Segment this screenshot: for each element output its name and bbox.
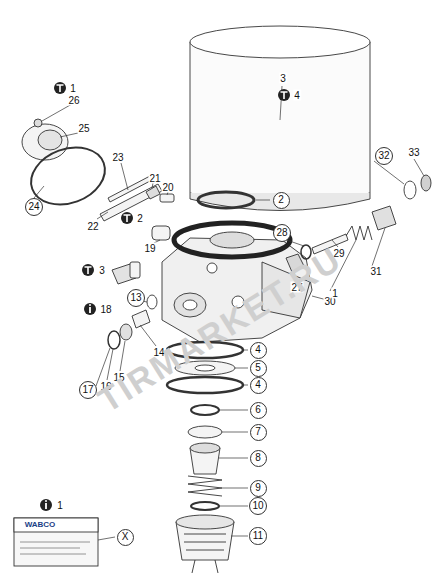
- brand-name: WABCO: [24, 521, 57, 530]
- callout-number: 8: [255, 453, 261, 463]
- callout-number: 19: [143, 243, 156, 254]
- callout-circle: X: [117, 529, 134, 546]
- callout-circle: 28: [273, 224, 291, 242]
- callout-circle: 24: [25, 198, 43, 216]
- callout-number: 4: [293, 90, 301, 101]
- callout-number: 33: [407, 147, 420, 158]
- callout-number: 4: [255, 345, 261, 355]
- callout-number: 26: [67, 95, 80, 106]
- callout-number: 31: [369, 266, 382, 277]
- callout-number: 24: [28, 202, 39, 212]
- callout-number: 5: [255, 363, 261, 373]
- callout-circle: 8: [250, 450, 267, 467]
- callout-number: 1: [56, 500, 64, 511]
- callout-number: 25: [77, 123, 90, 134]
- callout-number: 18: [99, 304, 112, 315]
- callout-number: 3: [98, 265, 106, 276]
- callout-circle: 7: [250, 424, 267, 441]
- callout-number: 6: [255, 405, 261, 415]
- callout-number: 7: [255, 427, 261, 437]
- callout-number: 22: [86, 221, 99, 232]
- callout-number: X: [122, 532, 129, 542]
- info-icon: [40, 303, 96, 511]
- callout-number: 28: [276, 228, 287, 238]
- callout-circle: 13: [127, 289, 145, 307]
- callout-number: 20: [161, 182, 174, 193]
- callout-number: 11: [253, 531, 263, 541]
- callout-number: 10: [252, 501, 263, 511]
- callout-circle: 6: [250, 402, 267, 419]
- callout-number: 23: [111, 152, 124, 163]
- callout-number: 13: [130, 293, 141, 303]
- callout-number: 2: [136, 213, 144, 224]
- callout-number: 4: [255, 380, 261, 390]
- callout-circle: 2: [273, 192, 290, 209]
- callout-circle: 10: [249, 497, 267, 515]
- callout-number: 1: [69, 83, 77, 94]
- callout-number: 3: [279, 73, 287, 84]
- callout-number: 2: [278, 195, 284, 205]
- callout-circle: 9: [250, 480, 267, 497]
- callout-number: 21: [148, 173, 161, 184]
- callout-circle: 4: [250, 377, 267, 394]
- callout-number: 32: [378, 151, 389, 161]
- callout-circle: 32: [375, 147, 393, 165]
- callout-number: 9: [255, 483, 261, 493]
- callout-circle: 4: [250, 342, 267, 359]
- callout-circle: 11: [249, 527, 266, 544]
- callout-number: 1: [331, 288, 339, 299]
- torque-icon: [54, 82, 290, 276]
- callout-circle: 5: [250, 360, 267, 377]
